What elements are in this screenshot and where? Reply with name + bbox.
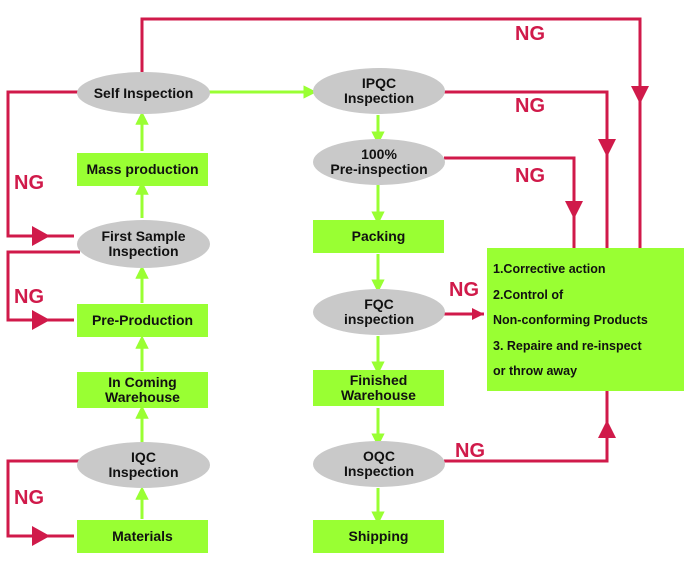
node-materials-label: Materials bbox=[112, 528, 173, 545]
node-ipqc-inspection: IPQC Inspection bbox=[313, 68, 445, 114]
node-pre-production-label: Pre-Production bbox=[91, 312, 194, 329]
ng-label-preinspection: NG bbox=[515, 165, 545, 187]
ng-label-iqc-return: NG bbox=[14, 487, 44, 509]
ng-arrow-ipqc-down bbox=[598, 139, 616, 157]
node-pre-inspection: 100% Pre-inspection bbox=[313, 139, 445, 185]
node-ipqc-line1: IPQC bbox=[361, 75, 397, 92]
node-oqc-line2: Inspection bbox=[343, 463, 414, 479]
node-iqc-inspection: IQC Inspection bbox=[77, 442, 210, 488]
ng-label-oqc: NG bbox=[455, 440, 485, 462]
node-first-sample-inspection: First Sample Inspection bbox=[77, 220, 210, 268]
node-finished-line2: Warehouse bbox=[341, 387, 416, 403]
node-shipping-label: Shipping bbox=[348, 528, 409, 545]
node-fqc-line1: FQC bbox=[364, 296, 394, 313]
ng-paths bbox=[6, 17, 642, 538]
node-incoming-line2: Warehouse bbox=[105, 389, 180, 405]
node-self-inspection: Self Inspection bbox=[77, 72, 210, 114]
node-shipping: Shipping bbox=[313, 520, 444, 553]
node-pre-inspection-line1: 100% bbox=[361, 146, 397, 163]
node-fqc-line2: inspection bbox=[343, 311, 414, 327]
node-incoming-warehouse: In Coming Warehouse bbox=[77, 372, 208, 408]
node-iqc-line1: IQC bbox=[131, 449, 156, 466]
ng-path-ipqc bbox=[444, 90, 609, 248]
node-oqc-line1: OQC bbox=[363, 448, 395, 465]
ng-path-preinspection bbox=[444, 156, 576, 248]
node-packing-label: Packing bbox=[351, 228, 406, 245]
ng-arrow-self-down bbox=[631, 86, 649, 104]
ng-label-self-return: NG bbox=[14, 172, 44, 194]
ng-path-self-return bbox=[6, 90, 80, 238]
node-first-sample-line2: Inspection bbox=[108, 243, 179, 259]
ng-arrow-to-preproduction bbox=[32, 310, 50, 330]
node-ipqc-line2: Inspection bbox=[343, 90, 414, 106]
action-line4: 3. Repaire and re-inspect bbox=[493, 338, 642, 353]
node-pre-inspection-line2: Pre-inspection bbox=[330, 161, 428, 177]
node-finished-warehouse: Finished Warehouse bbox=[313, 370, 444, 406]
ng-label-ipqc: NG bbox=[515, 95, 545, 117]
ng-label-firstsample-return: NG bbox=[14, 286, 44, 308]
ng-path-oqc bbox=[444, 391, 609, 463]
action-line1: 1.Corrective action bbox=[493, 262, 606, 276]
action-line5: or throw away bbox=[493, 364, 578, 378]
corrective-action-box: 1.Corrective action 2.Control of Non-con… bbox=[487, 248, 684, 391]
node-self-inspection-label: Self Inspection bbox=[93, 84, 194, 101]
ng-label-fqc: NG bbox=[449, 279, 479, 301]
node-incoming-line1: In Coming bbox=[108, 374, 177, 391]
ng-path-self bbox=[140, 17, 642, 248]
action-line2: 2.Control of bbox=[493, 287, 564, 302]
ng-label-top: NG bbox=[515, 23, 545, 45]
node-iqc-line2: Inspection bbox=[108, 464, 179, 480]
action-line3: Non-conforming Products bbox=[493, 313, 648, 327]
ng-arrow-to-materials bbox=[32, 526, 50, 546]
node-materials: Materials bbox=[77, 520, 208, 553]
ng-arrowheads bbox=[32, 86, 649, 546]
node-first-sample-line1: First Sample bbox=[101, 228, 186, 245]
node-fqc-inspection: FQC inspection bbox=[313, 289, 445, 335]
node-packing: Packing bbox=[313, 220, 444, 253]
node-mass-production-label: Mass production bbox=[86, 161, 199, 178]
ng-arrow-to-firstsample bbox=[32, 226, 50, 246]
node-pre-production: Pre-Production bbox=[77, 304, 208, 337]
node-oqc-inspection: OQC Inspection bbox=[313, 441, 445, 487]
node-finished-line1: Finished bbox=[349, 372, 408, 389]
node-mass-production: Mass production bbox=[77, 153, 208, 186]
ng-arrow-preinspection-down bbox=[565, 201, 583, 219]
ng-arrow-oqc-up bbox=[598, 420, 616, 438]
